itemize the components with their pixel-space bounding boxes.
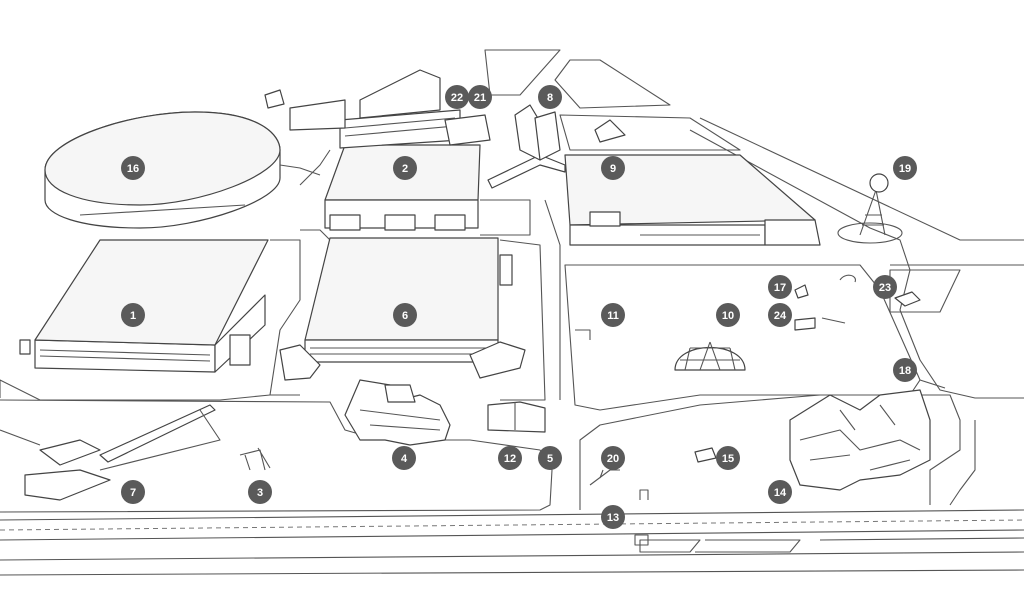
marker-18[interactable]: 18 xyxy=(893,358,917,382)
marker-10[interactable]: 10 xyxy=(716,303,740,327)
marker-11[interactable]: 11 xyxy=(601,303,625,327)
marker-20[interactable]: 20 xyxy=(601,446,625,470)
arena-16 xyxy=(44,111,321,229)
pavilion-7 xyxy=(0,404,221,501)
sculpture-3 xyxy=(239,447,271,471)
marker-2[interactable]: 2 xyxy=(393,156,417,180)
tower-19 xyxy=(837,173,903,244)
marker-14[interactable]: 14 xyxy=(768,480,792,504)
hall-9 xyxy=(564,119,821,246)
svg-text:2: 2 xyxy=(402,163,408,175)
svg-text:14: 14 xyxy=(774,487,787,499)
svg-text:20: 20 xyxy=(607,453,619,465)
pavilion-5 xyxy=(487,401,546,433)
marker-19[interactable]: 19 xyxy=(893,156,917,180)
svg-text:12: 12 xyxy=(504,453,516,465)
svg-text:10: 10 xyxy=(722,310,734,322)
svg-text:16: 16 xyxy=(127,163,139,175)
marker-24[interactable]: 24 xyxy=(768,303,792,327)
svg-text:6: 6 xyxy=(402,310,408,322)
marker-15[interactable]: 15 xyxy=(716,446,740,470)
svg-text:24: 24 xyxy=(774,310,787,322)
marker-5[interactable]: 5 xyxy=(538,446,562,470)
svg-text:1: 1 xyxy=(130,310,136,322)
svg-text:13: 13 xyxy=(607,512,619,524)
markers: 1 2 3 4 5 6 7 8 9 10 11 12 13 14 15 16 1… xyxy=(121,85,917,529)
svg-text:3: 3 xyxy=(257,487,263,499)
svg-text:15: 15 xyxy=(722,453,734,465)
hall-1 xyxy=(19,239,269,373)
svg-text:17: 17 xyxy=(774,282,786,294)
house-cluster-14 xyxy=(789,389,931,491)
dome-10 xyxy=(674,341,746,371)
svg-text:22: 22 xyxy=(451,92,463,104)
svg-text:4: 4 xyxy=(401,453,408,465)
marker-23[interactable]: 23 xyxy=(873,275,897,299)
svg-text:9: 9 xyxy=(610,163,616,175)
hall-2 xyxy=(289,69,566,231)
design-museum-4 xyxy=(344,379,451,446)
marker-22[interactable]: 22 xyxy=(445,85,469,109)
marker-13[interactable]: 13 xyxy=(601,505,625,529)
svg-text:18: 18 xyxy=(899,365,911,377)
tower-8 xyxy=(514,104,561,161)
svg-text:7: 7 xyxy=(130,487,136,499)
pavilion-23 xyxy=(894,291,921,307)
svg-text:5: 5 xyxy=(547,453,553,465)
marker-8[interactable]: 8 xyxy=(538,85,562,109)
hall-6 xyxy=(279,237,526,381)
marker-21[interactable]: 21 xyxy=(468,85,492,109)
svg-text:19: 19 xyxy=(899,163,911,175)
marker-12[interactable]: 12 xyxy=(498,446,522,470)
svg-text:23: 23 xyxy=(879,282,891,294)
marker-9[interactable]: 9 xyxy=(601,156,625,180)
marker-4[interactable]: 4 xyxy=(392,446,416,470)
marker-16[interactable]: 16 xyxy=(121,156,145,180)
marker-1[interactable]: 1 xyxy=(121,303,145,327)
svg-text:8: 8 xyxy=(547,92,553,104)
small-objects xyxy=(264,89,946,546)
svg-text:21: 21 xyxy=(474,92,486,104)
svg-text:11: 11 xyxy=(607,310,619,322)
marker-3[interactable]: 3 xyxy=(248,480,272,504)
marker-17[interactable]: 17 xyxy=(768,275,792,299)
marker-7[interactable]: 7 xyxy=(121,480,145,504)
marker-6[interactable]: 6 xyxy=(393,303,417,327)
